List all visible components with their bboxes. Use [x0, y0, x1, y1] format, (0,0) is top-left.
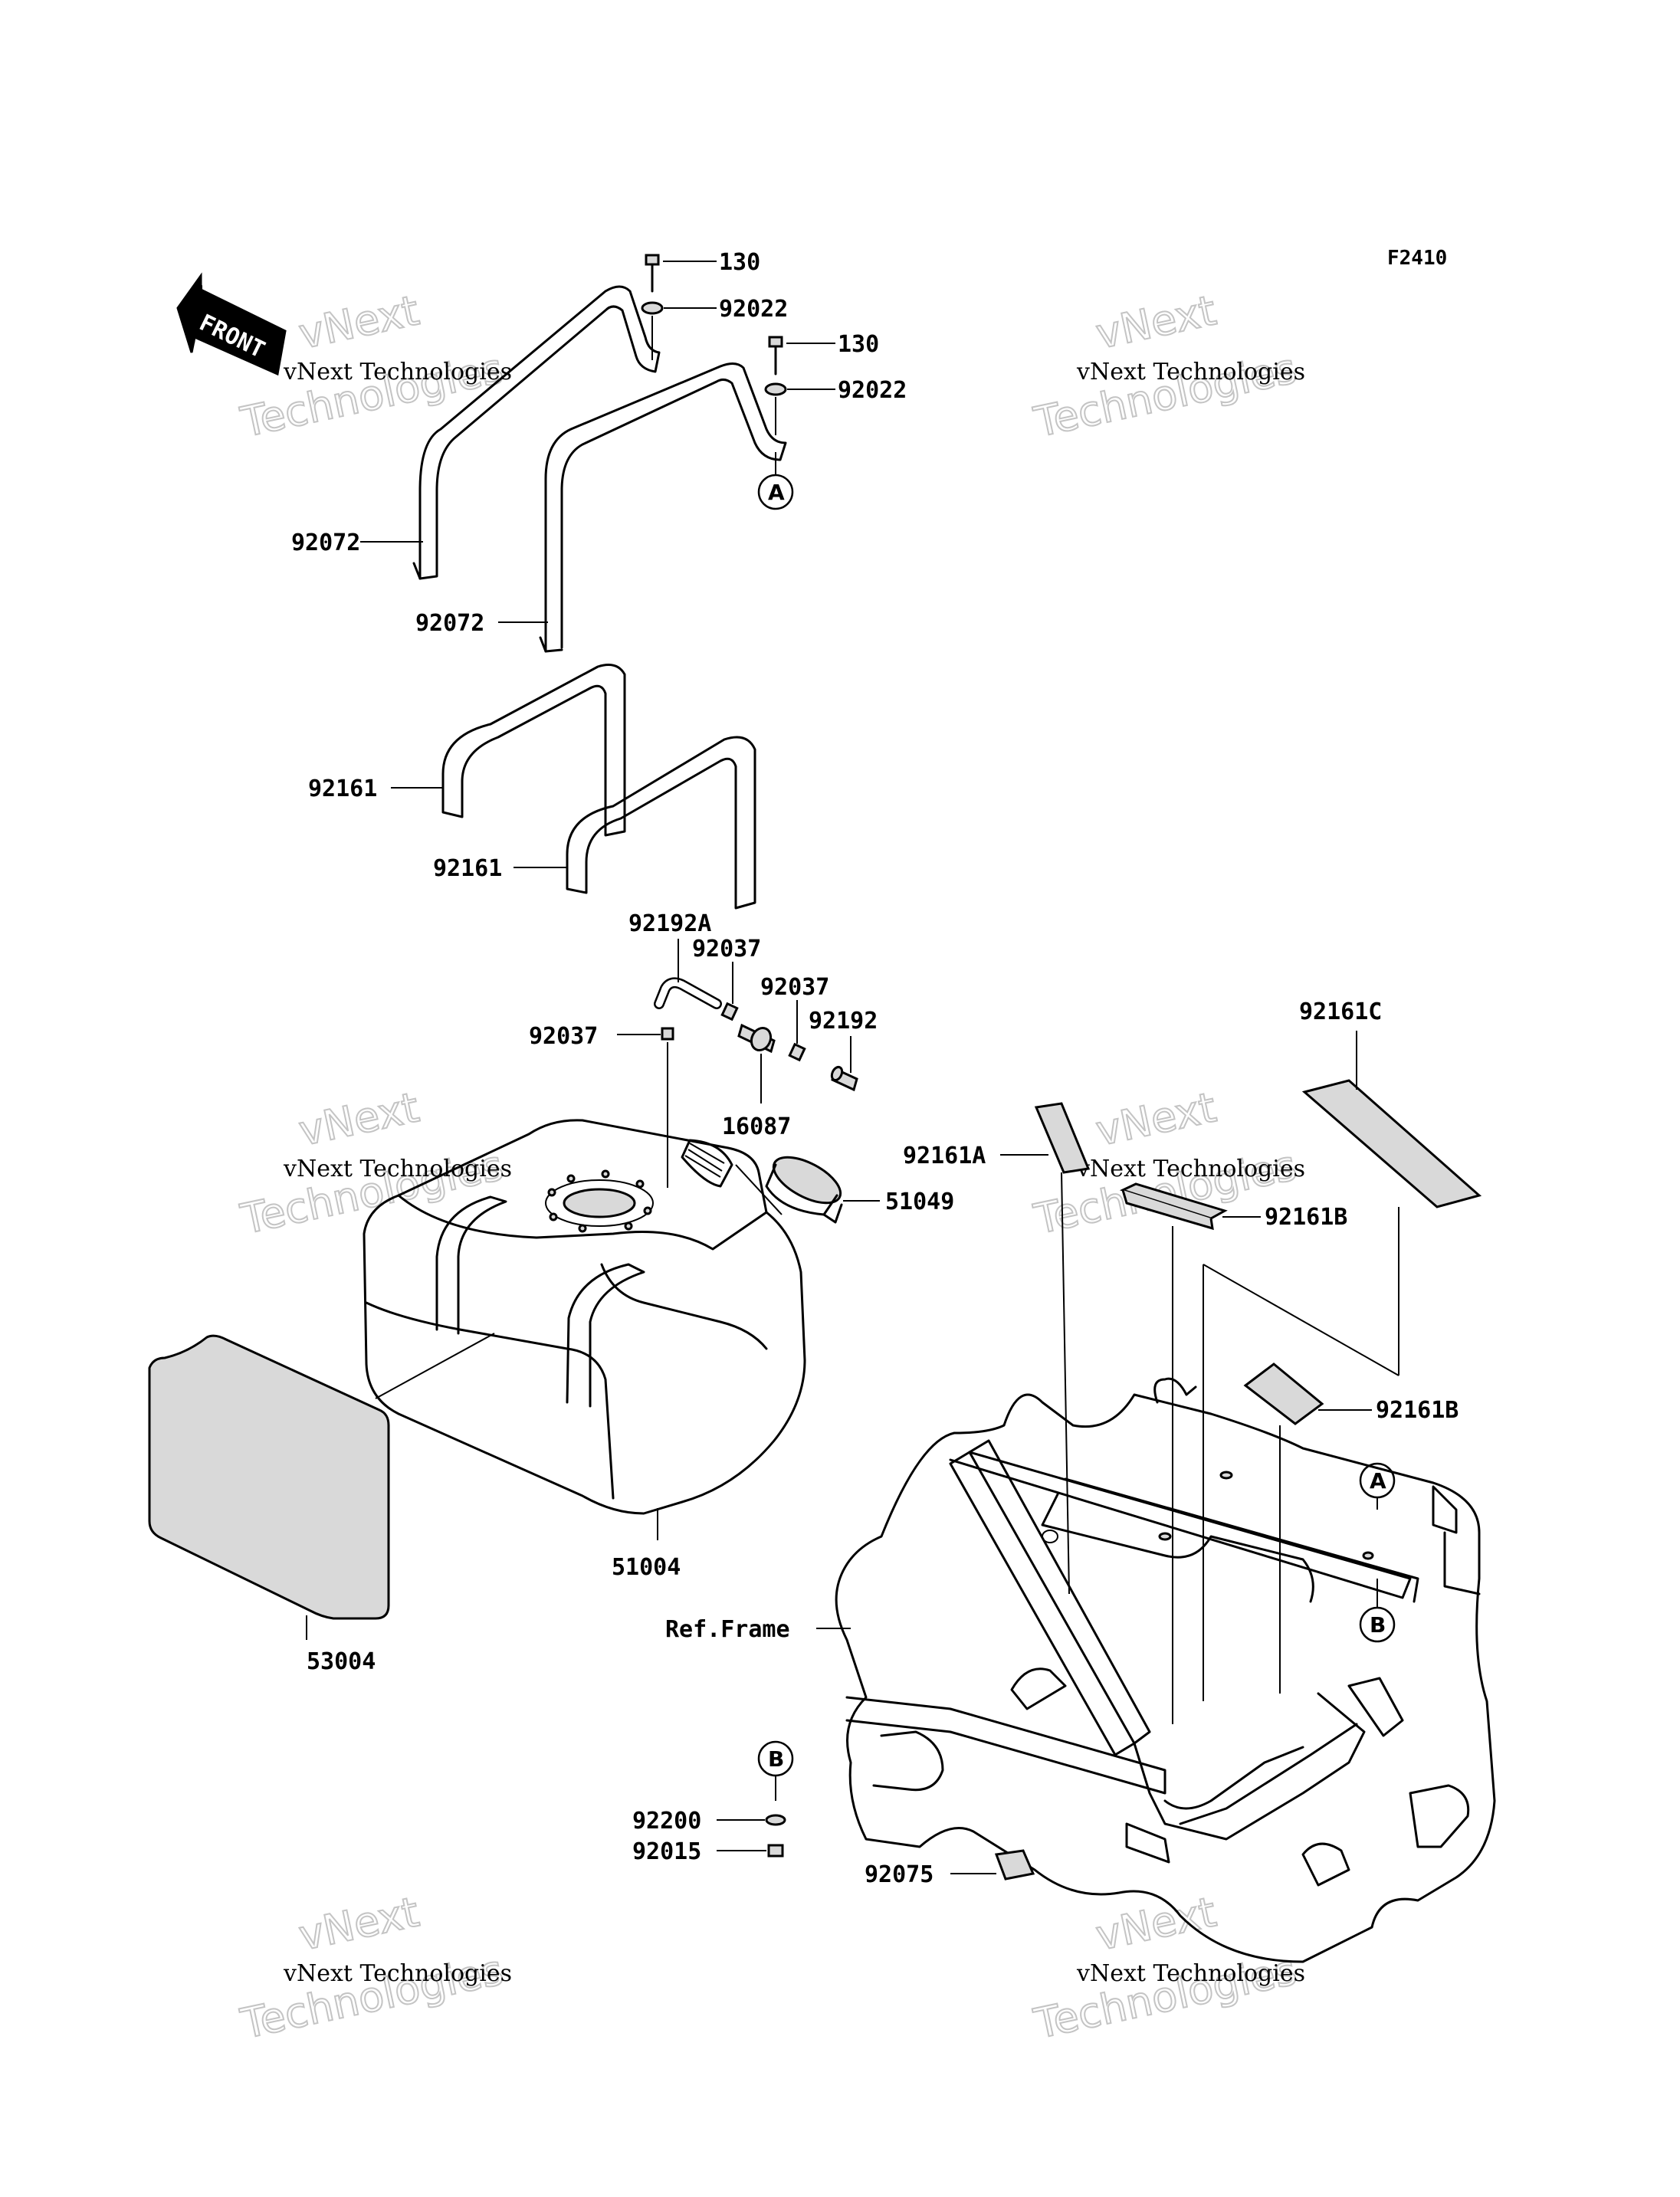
label-92161-left: 92161 — [308, 776, 377, 802]
svg-text:A: A — [1370, 1468, 1386, 1494]
svg-text:B: B — [1370, 1612, 1386, 1638]
label-51049: 51049 — [885, 1189, 954, 1215]
damper-92075 — [950, 1849, 1035, 1881]
strap-92072-left — [360, 285, 661, 580]
label-92161B-upper: 92161B — [1265, 1204, 1347, 1231]
watermark-company: vNext Technologies — [1076, 1960, 1305, 1987]
watermark-bottom-left: vNext Technologies vNext Technologies — [236, 1887, 512, 2049]
fuel-tank-51004 — [363, 1119, 806, 1540]
watermark-brand: vNext — [295, 1887, 423, 1959]
watermark-brand: vNext — [1092, 1083, 1220, 1155]
watermark-company: vNext Technologies — [283, 1156, 512, 1182]
pad-92161-right — [514, 736, 756, 910]
label-92161B-lower: 92161B — [1376, 1397, 1459, 1424]
pad-92161A — [1000, 1102, 1091, 1595]
watermark-company: vNext Technologies — [283, 359, 512, 385]
label-92072-left: 92072 — [291, 530, 360, 556]
cap-51049 — [735, 1156, 880, 1224]
watermark-company: vNext Technologies — [283, 1960, 512, 1987]
label-53004: 53004 — [307, 1648, 376, 1675]
label-92037-b: 92037 — [760, 974, 829, 1001]
label-130-upper: 130 — [719, 249, 760, 276]
clamp-92037-a — [720, 962, 739, 1021]
pad-92161B-lower — [1243, 1362, 1372, 1694]
label-92022-upper: 92022 — [719, 296, 788, 323]
clamp-92037-left — [617, 1027, 674, 1188]
washer-92200 — [717, 1814, 786, 1826]
marker-a-frame: A — [1359, 1462, 1396, 1510]
label-92192: 92192 — [809, 1008, 878, 1035]
watermark-brand: vNext — [1092, 286, 1220, 358]
hose-92192A — [654, 939, 722, 1009]
label-92072-right: 92072 — [415, 610, 484, 637]
clamp-92037-b — [788, 1000, 806, 1062]
label-92037-a: 92037 — [692, 936, 761, 962]
watermark-company: vNext Technologies — [1076, 359, 1305, 385]
pad-92161C — [1203, 1031, 1482, 1376]
hose-92192 — [830, 1036, 858, 1092]
label-92022-lower: 92022 — [838, 377, 907, 404]
marker-b-bottom: B — [757, 1740, 794, 1801]
washer-92022-upper — [641, 301, 717, 315]
label-92037-left: 92037 — [529, 1023, 598, 1050]
label-92161-right: 92161 — [433, 855, 502, 882]
pad-92161B-upper — [1119, 1182, 1261, 1724]
watermark-bottom-right: vNext Technologies vNext Technologies — [1029, 1887, 1305, 2049]
marker-a-top: A — [757, 452, 794, 510]
washer-92022-lower — [764, 382, 835, 396]
label-92200: 92200 — [632, 1808, 701, 1835]
watermark-brand: vNext — [295, 286, 423, 358]
watermark-mid-left: vNext Technologies vNext Technologies — [236, 1082, 512, 1244]
bolt-130-upper — [645, 254, 717, 293]
figure-code: F2410 — [1387, 247, 1447, 270]
watermark-company: vNext Technologies — [1076, 1156, 1305, 1182]
frame-clip — [1153, 1377, 1197, 1404]
ref-frame — [816, 1393, 1496, 1963]
watermark-top-right: vNext Technologies vNext Technologies — [1029, 285, 1305, 448]
label-92161A: 92161A — [903, 1143, 986, 1169]
bolt-130-lower — [768, 336, 835, 375]
pad-92161-left — [391, 664, 626, 837]
label-ref-frame: Ref.Frame — [665, 1616, 790, 1643]
valve-16087 — [737, 1023, 776, 1103]
nut-92015 — [717, 1844, 784, 1858]
label-92192A: 92192A — [628, 910, 711, 937]
strap-92072-right — [498, 362, 787, 653]
watermark-brand: vNext — [295, 1083, 423, 1155]
label-16087: 16087 — [722, 1113, 791, 1140]
marker-b-frame: B — [1359, 1579, 1396, 1643]
watermark-brand: vNext — [1092, 1887, 1220, 1959]
shield-53004 — [148, 1334, 390, 1640]
label-92075: 92075 — [865, 1861, 934, 1888]
svg-text:B: B — [768, 1746, 784, 1772]
label-92161C: 92161C — [1299, 998, 1382, 1025]
label-51004: 51004 — [612, 1554, 681, 1581]
front-arrow-icon: FRONT — [176, 272, 287, 376]
svg-text:A: A — [768, 480, 785, 505]
label-130-lower: 130 — [838, 331, 879, 358]
label-92015: 92015 — [632, 1838, 701, 1865]
